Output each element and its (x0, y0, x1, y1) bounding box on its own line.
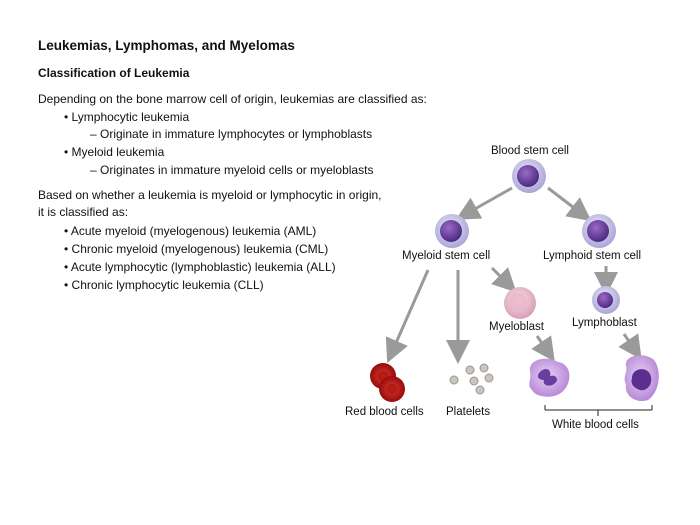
slide-subtitle: Classification of Leukemia (38, 66, 190, 80)
arrows (385, 186, 642, 364)
label-lymphoblast: Lymphoblast (572, 317, 637, 329)
arrow-to-wbc-2 (618, 333, 642, 360)
arrow-to-myeloid (455, 186, 513, 220)
intro-text: Depending on the bone marrow cell of ori… (38, 92, 427, 106)
label-platelets: Platelets (446, 406, 491, 418)
origin-text-line2: it is classified as: (38, 205, 129, 219)
label-myeloid-stem-cell: Myeloid stem cell (402, 250, 491, 262)
label-myeloblast: Myeloblast (489, 321, 544, 333)
arrow-to-myeloblast (490, 266, 517, 293)
list-item-aml: Acute myeloid (myelogenous) leukemia (AM… (64, 224, 316, 238)
myeloblast-icon (504, 287, 536, 319)
bullet-lymphocytic: Lymphocytic leukemia (64, 110, 190, 124)
lymphocyte-icon (624, 355, 659, 402)
arrow-to-wbc-1 (531, 335, 555, 362)
myeloid-description: Originates in immature myeloid cells or … (90, 163, 373, 177)
origin-text-line1: Based on whether a leukemia is myeloid o… (38, 188, 382, 202)
arrow-to-rbc (385, 269, 430, 363)
label-red-blood-cells: Red blood cells (345, 406, 424, 418)
list-item-all: Acute lymphocytic (lymphoblastic) leukem… (64, 260, 336, 274)
blood-stem-cell-icon (512, 159, 546, 193)
slide-title: Leukemias, Lymphomas, and Myelomas (38, 38, 295, 53)
label-lymphoid-stem-cell: Lymphoid stem cell (543, 250, 642, 262)
bullet-myeloid: Myeloid leukemia (64, 145, 165, 159)
list-item-cll: Chronic lymphocytic leukemia (CLL) (64, 278, 264, 292)
lymphoblast-icon (592, 286, 620, 314)
lymphoid-stem-cell-icon (582, 214, 616, 248)
myeloid-stem-cell-icon (435, 214, 469, 248)
neutrophil-icon (529, 358, 570, 397)
label-white-blood-cells: White blood cells (552, 419, 639, 431)
arrow-to-lymphoid (547, 186, 592, 222)
red-blood-cells-icon (370, 363, 405, 402)
label-blood-stem-cell: Blood stem cell (491, 145, 569, 157)
lymphocytic-description: Originate in immature lymphocytes or lym… (90, 127, 372, 141)
list-item-cml: Chronic myeloid (myelogenous) leukemia (… (64, 242, 329, 256)
white-blood-cells-bracket (544, 405, 653, 416)
platelets-icon (449, 363, 494, 395)
